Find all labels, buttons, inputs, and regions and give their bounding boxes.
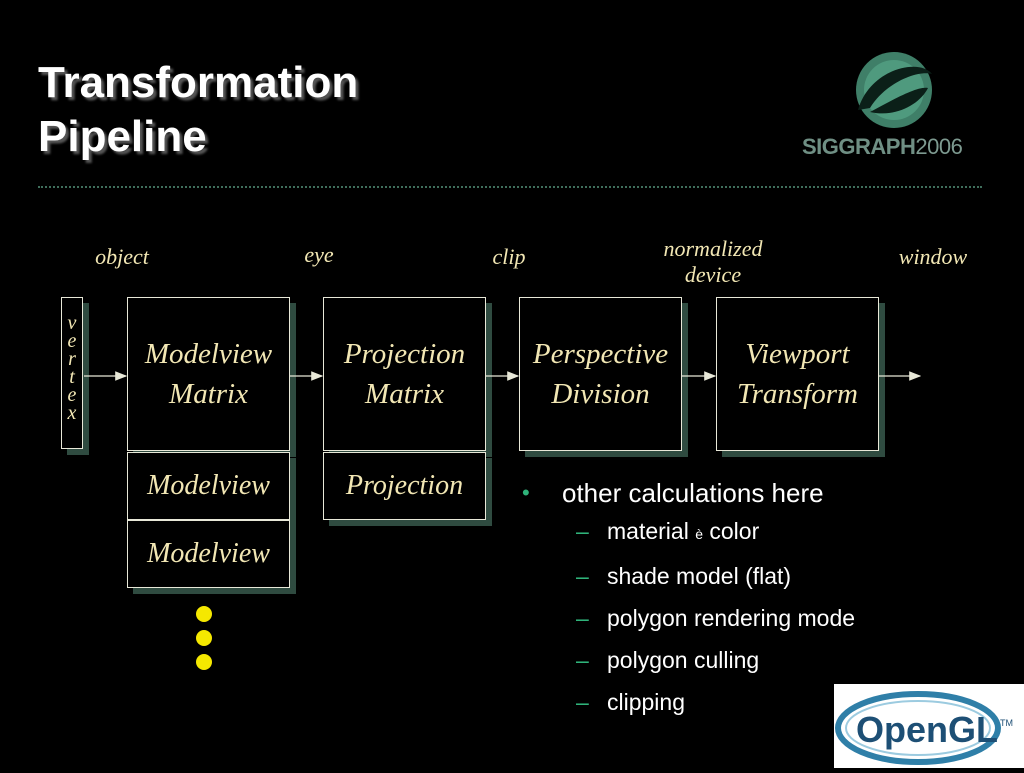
vertex-box: v e r t e x — [61, 297, 83, 449]
projection-matrix-line-1: Projection — [343, 338, 466, 370]
bullet-sub-5-text: clipping — [607, 689, 685, 715]
ellipsis-dot — [196, 606, 212, 622]
modelview-matrix-line-1: Modelview — [144, 338, 273, 370]
sub-bullet-marker: – — [576, 647, 589, 673]
bullet-sub-4: – polygon culling — [522, 639, 855, 681]
bullet-sub-2: – shade model (flat) — [522, 555, 855, 597]
bullet-sub-4-text: polygon culling — [607, 647, 760, 673]
bullet-sub-1-text-a: material — [607, 518, 689, 544]
bullet-sub-3-text: polygon rendering mode — [607, 605, 856, 631]
bullet-marker: • — [522, 480, 530, 505]
sub-bullet-marker: – — [576, 689, 589, 715]
title-line-1: Transformation — [38, 58, 359, 107]
viewport-transform-line-1: Viewport — [745, 338, 850, 370]
sub-bullet-marker: – — [576, 605, 589, 631]
modelview-matrix-line-2: Matrix — [169, 378, 248, 410]
vertex-letter: t — [69, 366, 75, 388]
space-label-normalized-device: normalized device — [640, 236, 786, 288]
title-line-2: Pipeline — [38, 112, 207, 161]
perspective-division-line-2: Division — [551, 378, 650, 410]
bullet-main-text: other calculations here — [562, 478, 824, 508]
modelview-stack-label-2: Modelview — [147, 538, 270, 569]
vertex-letter: v — [67, 312, 77, 334]
siggraph-logo-icon — [856, 52, 932, 128]
slide-title: Transformation Pipeline — [38, 56, 358, 164]
title-divider — [38, 186, 982, 188]
vertex-letter: e — [67, 384, 77, 406]
bullet-list: • other calculations here – material è c… — [522, 476, 855, 723]
bullet-sub-2-text: shade model (flat) — [607, 563, 792, 589]
siggraph-year: 2006 — [915, 134, 963, 159]
opengl-logo-text: OpenGL — [856, 709, 998, 750]
bullet-sub-5: – clipping — [522, 681, 855, 723]
opengl-tm: TM — [1000, 718, 1013, 728]
ellipsis-dot — [196, 654, 212, 670]
bullet-main: • other calculations here — [522, 476, 855, 510]
bullet-sub-1-arrow: è — [695, 526, 703, 542]
projection-matrix-box: Projection Matrix — [323, 297, 486, 451]
normalized-line-2: device — [684, 262, 742, 287]
stack-ellipsis — [196, 606, 212, 678]
modelview-stack-label-1: Modelview — [147, 470, 270, 501]
bullet-sub-1-text-b: color — [709, 518, 760, 544]
siggraph-word: SIGGRAPH — [802, 134, 916, 159]
space-label-object: object — [95, 244, 149, 269]
siggraph-wordmark: SIGGRAPH2006 — [802, 134, 963, 160]
viewport-transform-line-2: Transform — [737, 378, 858, 410]
bullet-sub-1: – material è color — [522, 510, 855, 555]
ellipsis-dot — [196, 630, 212, 646]
sub-bullet-marker: – — [576, 518, 589, 544]
perspective-division-box: Perspective Division — [519, 297, 682, 451]
modelview-stack-box-2: Modelview — [127, 520, 290, 588]
modelview-stack-box-1: Modelview — [127, 452, 290, 520]
perspective-division-line-1: Perspective — [532, 338, 669, 370]
sub-bullet-marker: – — [576, 563, 589, 589]
space-label-window: window — [898, 244, 968, 269]
opengl-logo: OpenGL TM — [834, 684, 1024, 768]
projection-matrix-line-2: Matrix — [365, 378, 444, 410]
vertex-letter: e — [67, 330, 77, 352]
vertex-letter: r — [68, 348, 76, 370]
opengl-logo-icon: OpenGL TM — [835, 691, 1013, 765]
normalized-line-1: normalized — [663, 236, 763, 261]
vertex-letter: x — [67, 402, 77, 424]
space-label-eye: eye — [304, 242, 334, 267]
modelview-matrix-box: Modelview Matrix — [127, 297, 290, 451]
bullet-sub-3: – polygon rendering mode — [522, 597, 855, 639]
space-label-clip: clip — [492, 244, 526, 269]
projection-stack-label: Projection — [345, 470, 464, 501]
viewport-transform-box: Viewport Transform — [716, 297, 879, 451]
projection-stack-box: Projection — [323, 452, 486, 520]
